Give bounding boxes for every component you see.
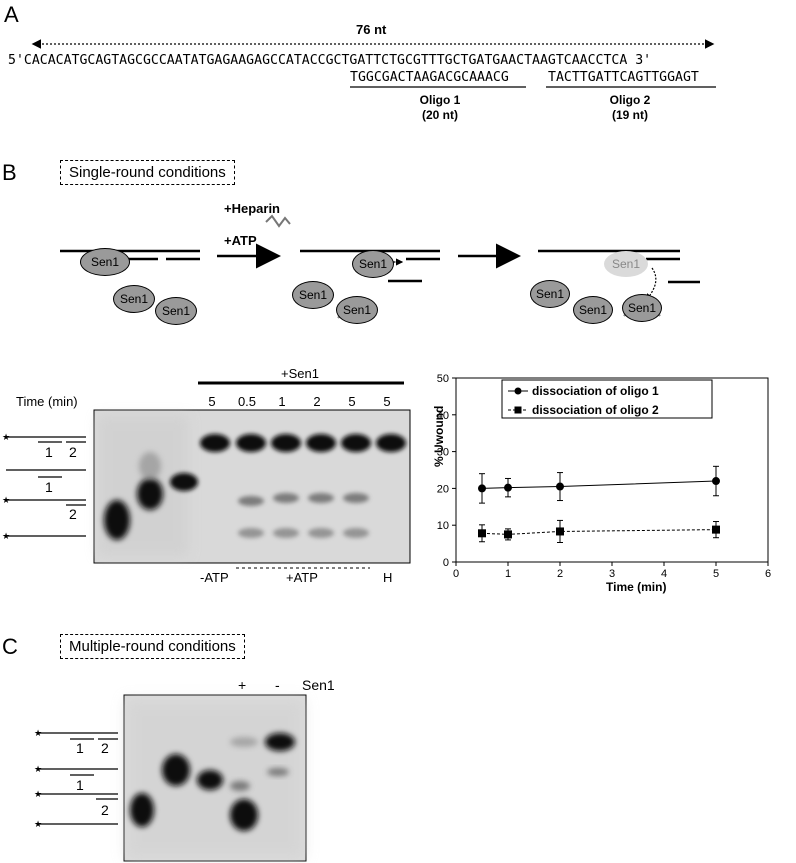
legend-marker-oligo2 xyxy=(514,406,522,414)
sen1-protein: Sen1 xyxy=(336,296,378,324)
y-tick-label: 0 xyxy=(443,557,449,569)
lane-label: 2 xyxy=(313,394,321,409)
plus-atp-label: +ATP xyxy=(286,570,318,585)
sen1-protein: Sen1 xyxy=(573,296,613,324)
length-label: 76 nt xyxy=(356,22,387,37)
label-star: ★ ★ ★ ★ xyxy=(34,729,42,830)
data-point xyxy=(504,483,512,492)
gel-b-bands xyxy=(98,416,406,556)
substrate-label-oligo2: 2 xyxy=(69,506,77,522)
oligo1-sequence: TGGCGACTAAGACGCAAACG xyxy=(350,70,509,85)
sen1-label-c: Sen1 xyxy=(302,677,335,693)
panel-b-letter: B xyxy=(2,160,17,185)
data-point xyxy=(712,525,720,534)
x-tick-label: 0 xyxy=(453,568,459,580)
svg-text:★: ★ xyxy=(2,496,10,506)
substrate-label-oligo2: 2 xyxy=(101,740,109,756)
x-tick-label: 5 xyxy=(713,568,719,580)
data-point xyxy=(712,477,720,486)
panel-a-letter: A xyxy=(4,2,19,27)
lane-label: 1 xyxy=(278,394,286,409)
x-tick-label: 1 xyxy=(505,568,511,580)
minus-atp-label: -ATP xyxy=(200,570,229,585)
sen1-protein: Sen1 xyxy=(80,248,130,276)
label-star: ★ ★ ★ xyxy=(2,433,10,542)
x-tick-label: 3 xyxy=(609,568,615,580)
multiple-round-label: Multiple-round conditions xyxy=(60,634,245,659)
sen1-protein: Sen1 xyxy=(113,285,155,313)
data-point xyxy=(556,482,564,491)
minus-sen1-label: - xyxy=(275,677,280,693)
x-tick-label: 6 xyxy=(765,568,771,580)
substrate-diagrams-b xyxy=(6,436,86,537)
atp-label: +ATP xyxy=(224,233,257,248)
panel-c-letter: C xyxy=(2,634,18,659)
legend-marker-oligo1 xyxy=(514,387,522,395)
svg-text:★: ★ xyxy=(2,433,10,443)
svg-text:★: ★ xyxy=(34,820,42,830)
y-tick-label: 20 xyxy=(437,483,449,495)
heparin-label: +Heparin xyxy=(224,201,280,216)
lane-label: 5 xyxy=(208,394,216,409)
substrate-label-oligo1: 1 xyxy=(45,444,53,460)
series-line-2 xyxy=(481,529,717,535)
data-point xyxy=(478,484,486,493)
gel-c-bands xyxy=(126,700,304,858)
single-round-label: Single-round conditions xyxy=(60,160,235,185)
substrate-diagrams-c xyxy=(38,732,118,825)
gel-b-sen1-header: +Sen1 xyxy=(281,366,319,381)
svg-text:★: ★ xyxy=(34,729,42,739)
svg-text:★: ★ xyxy=(34,765,42,775)
data-point xyxy=(478,529,486,538)
x-tick-label: 4 xyxy=(661,568,667,580)
heparin-zigzag xyxy=(265,214,291,228)
svg-text:★: ★ xyxy=(34,790,42,800)
sen1-protein: Sen1 xyxy=(530,280,570,308)
y-tick-label: 30 xyxy=(437,447,449,459)
oligo1-name: Oligo 1 xyxy=(419,93,461,107)
oligo2-length: (19 nt) xyxy=(612,108,648,122)
substrate-label-oligo1: 1 xyxy=(76,740,84,756)
y-tick-label: 10 xyxy=(437,520,449,532)
sen1-protein: Sen1 xyxy=(292,281,334,309)
substrate-label-oligo1: 1 xyxy=(76,777,84,793)
legend-oligo2-label: dissociation of oligo 2 xyxy=(532,403,659,417)
time-label: Time (min) xyxy=(16,394,78,409)
legend-box xyxy=(501,379,713,419)
legend-oligo1-label: dissociation of oligo 1 xyxy=(532,384,659,398)
sen1-protein-dissociating: Sen1 xyxy=(604,251,648,277)
svg-text:★: ★ xyxy=(2,532,10,542)
substrate-label-oligo1: 1 xyxy=(45,479,53,495)
chart-x-axis-label: Time (min) xyxy=(606,580,667,594)
oligo2-name: Oligo 2 xyxy=(609,93,651,107)
oligo2-sequence: TACTTGATTCAGTTGGAGT xyxy=(548,70,699,85)
lane-label: 5 xyxy=(383,394,391,409)
substrate-label-oligo2: 2 xyxy=(69,444,77,460)
lane-label: 5 xyxy=(348,394,356,409)
x-tick-label: 2 xyxy=(557,568,563,580)
plus-sen1-label: + xyxy=(238,677,247,693)
sen1-protein: Sen1 xyxy=(352,250,394,278)
series-line-1 xyxy=(481,480,717,489)
sequence: 5'CACACATGCAGTAGCGCCAATATGAGAAGAGCCATACC… xyxy=(8,53,652,68)
heparin-lane-label: H xyxy=(383,570,393,585)
data-point xyxy=(504,530,512,539)
substrate-label-oligo2: 2 xyxy=(101,802,109,818)
sen1-protein: Sen1 xyxy=(155,297,197,325)
lane-label: 0.5 xyxy=(237,394,257,409)
data-point xyxy=(556,527,564,536)
y-tick-label: 40 xyxy=(437,410,449,422)
y-tick-label: 50 xyxy=(437,373,449,385)
sen1-protein: Sen1 xyxy=(622,294,662,322)
oligo1-length: (20 nt) xyxy=(422,108,458,122)
